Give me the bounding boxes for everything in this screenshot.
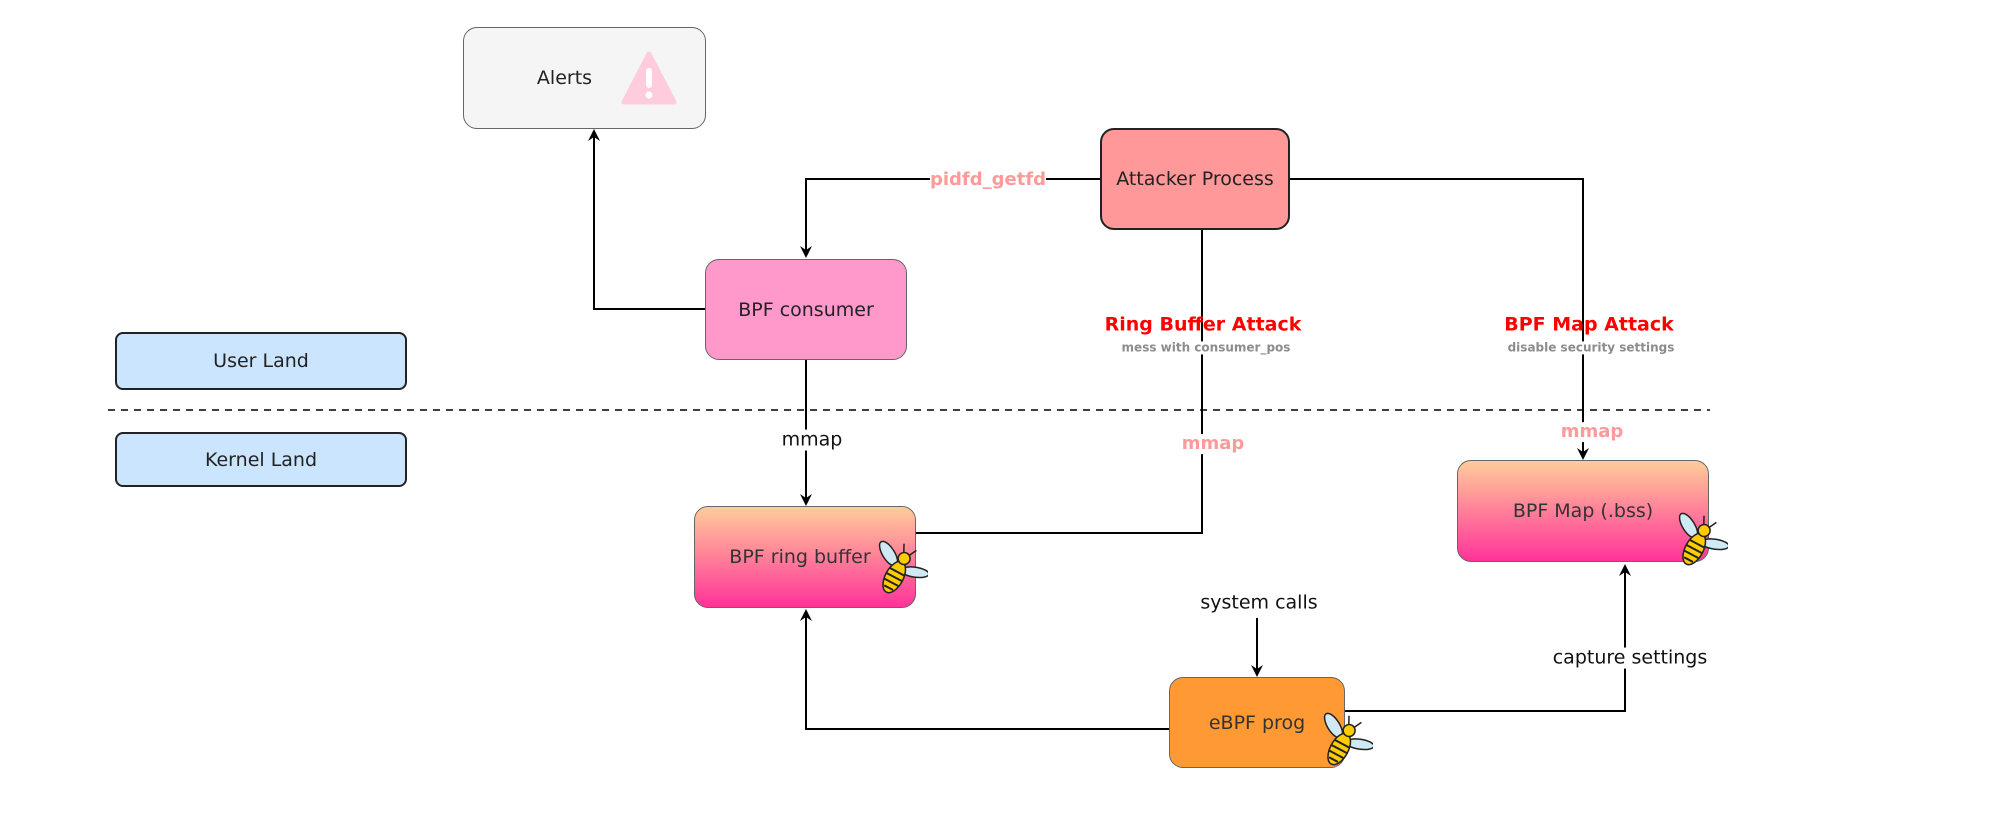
user-land-node: User Land: [115, 332, 407, 390]
kernel-land-label: Kernel Land: [204, 448, 318, 471]
edge-ring-buffer-attack: [903, 230, 1203, 539]
pidfd-getfd-label: pidfd_getfd: [929, 169, 1047, 191]
bpf-ring-buffer-node[interactable]: BPF ring buffer: [694, 506, 916, 608]
user-land-label: User Land: [213, 350, 309, 372]
bee-icon: [878, 540, 928, 594]
edge-bpf-map-attack: [1290, 178, 1589, 460]
bpf-map-label: BPF Map (.bss): [1512, 500, 1654, 522]
capture-settings-label: capture settings: [1552, 646, 1708, 669]
system-calls-label: system calls: [1200, 591, 1318, 614]
alerts-node[interactable]: Alerts: [463, 27, 706, 129]
bpf-consumer-node[interactable]: BPF consumer: [705, 259, 907, 360]
bpf-map-attack-title: BPF Map Attack: [1504, 313, 1674, 336]
attacker-process-label: Attacker Process: [1116, 168, 1274, 190]
bee-icon: [1678, 512, 1728, 566]
attacker-process-node[interactable]: Attacker Process: [1100, 128, 1290, 230]
bpf-consumer-label: BPF consumer: [738, 298, 874, 321]
consumer-mmap-label: mmap: [781, 428, 843, 451]
warning-icon: [621, 51, 677, 105]
bee-icon: [1323, 712, 1373, 766]
ebpf-prog-node[interactable]: eBPF prog: [1169, 677, 1345, 768]
bpf-map-attack-subtitle: disable security settings: [1507, 340, 1675, 355]
ring-buffer-attack-title: Ring Buffer Attack: [1104, 313, 1302, 336]
alerts-label: Alerts: [536, 67, 593, 89]
edge-ebpf-to-ringbuffer: [800, 609, 1169, 730]
ring-buffer-attack-subtitle: mess with consumer_pos: [1121, 340, 1291, 355]
bpf-ring-buffer-label: BPF ring buffer: [729, 546, 871, 568]
ebpf-prog-label: eBPF prog: [1208, 711, 1306, 734]
ring-attack-mmap-label: mmap: [1181, 433, 1245, 455]
kernel-land-node: Kernel Land: [115, 432, 407, 487]
map-attack-mmap-label: mmap: [1560, 421, 1624, 443]
edge-ebpf-to-bpfmap: [1345, 564, 1631, 712]
bpf-map-node[interactable]: BPF Map (.bss): [1457, 460, 1709, 562]
edge-attacker-to-consumer: [800, 178, 1100, 258]
edge-consumer-to-alerts: [588, 129, 705, 310]
